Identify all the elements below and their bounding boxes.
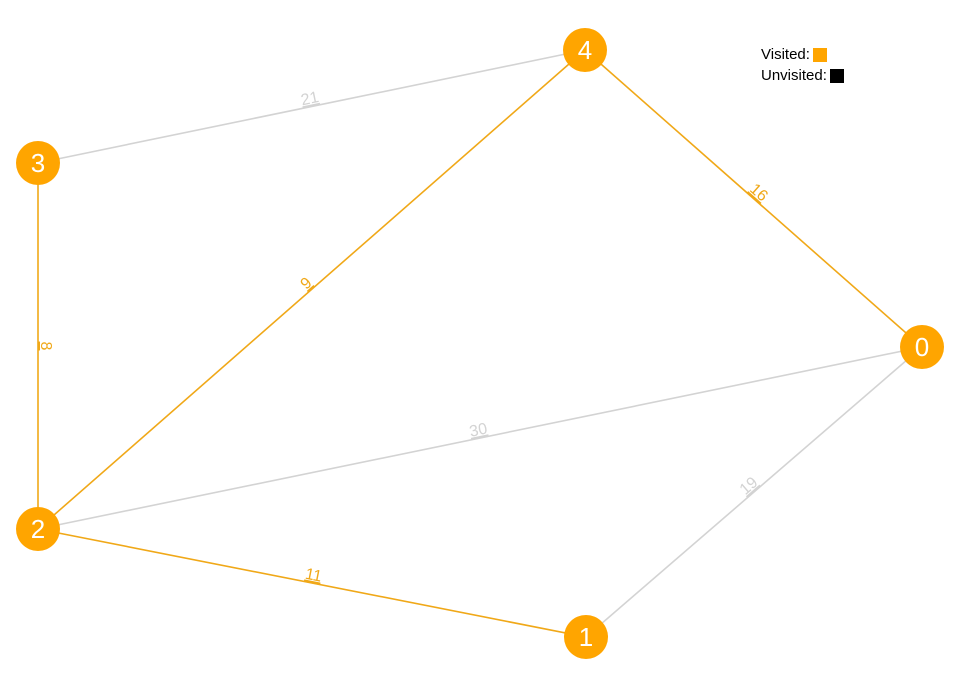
legend-visited-label: Visited: bbox=[761, 46, 810, 63]
edge-weight-label: 30 bbox=[468, 421, 489, 441]
nodes-layer: 0 1 2 3 4 bbox=[16, 28, 944, 659]
legend: Visited: Unvisited: bbox=[761, 44, 844, 86]
edges-layer bbox=[37, 49, 923, 638]
node-1[interactable]: 1 bbox=[564, 615, 608, 659]
node-label: 4 bbox=[578, 35, 592, 65]
node-circle bbox=[900, 325, 944, 369]
legend-unvisited-swatch bbox=[829, 68, 844, 83]
legend-unvisited-label: Unvisited: bbox=[761, 67, 827, 84]
edge-weight-underline bbox=[471, 435, 489, 441]
edge-weight-underline bbox=[302, 104, 321, 109]
node-label: 0 bbox=[915, 332, 929, 362]
node-circle bbox=[16, 141, 60, 185]
legend-visited-swatch bbox=[812, 47, 827, 62]
node-label: 2 bbox=[31, 514, 45, 544]
edge-weight-label: 9 bbox=[298, 274, 316, 293]
edge-weight-label: 8 bbox=[37, 342, 54, 351]
node-4[interactable]: 4 bbox=[563, 28, 607, 72]
edge-weight-label: 16 bbox=[746, 181, 771, 206]
edge-labels-layer: 21 16 9 8 30 19 11 bbox=[37, 89, 771, 586]
edge-weight-4-0: 16 bbox=[746, 181, 771, 206]
edge-weight-1-0: 19 bbox=[737, 474, 762, 499]
node-label: 1 bbox=[579, 622, 593, 652]
node-label: 3 bbox=[31, 148, 45, 178]
node-0[interactable]: 0 bbox=[900, 325, 944, 369]
node-3[interactable]: 3 bbox=[16, 141, 60, 185]
edge-weight-underline bbox=[746, 485, 762, 499]
node-circle bbox=[564, 615, 608, 659]
legend-visited: Visited: bbox=[761, 44, 844, 65]
edge-weight-underline bbox=[303, 580, 321, 586]
edge-weight-2-1: 11 bbox=[303, 566, 324, 586]
edge-weight-2-0: 30 bbox=[468, 421, 489, 441]
edge-weight-3-4: 21 bbox=[300, 89, 321, 109]
legend-unvisited: Unvisited: bbox=[761, 65, 844, 86]
node-2[interactable]: 2 bbox=[16, 507, 60, 551]
node-circle bbox=[563, 28, 607, 72]
edge-weight-label: 19 bbox=[737, 474, 762, 499]
edge-weight-underline bbox=[307, 286, 316, 293]
edge-weight-label: 11 bbox=[304, 566, 324, 586]
edge-weight-underline bbox=[746, 192, 761, 205]
edge-weight-3-2: 8 bbox=[37, 341, 54, 351]
node-circle bbox=[16, 507, 60, 551]
edge-weight-label: 21 bbox=[300, 89, 321, 109]
edge-weight-2-4: 9 bbox=[298, 274, 316, 293]
